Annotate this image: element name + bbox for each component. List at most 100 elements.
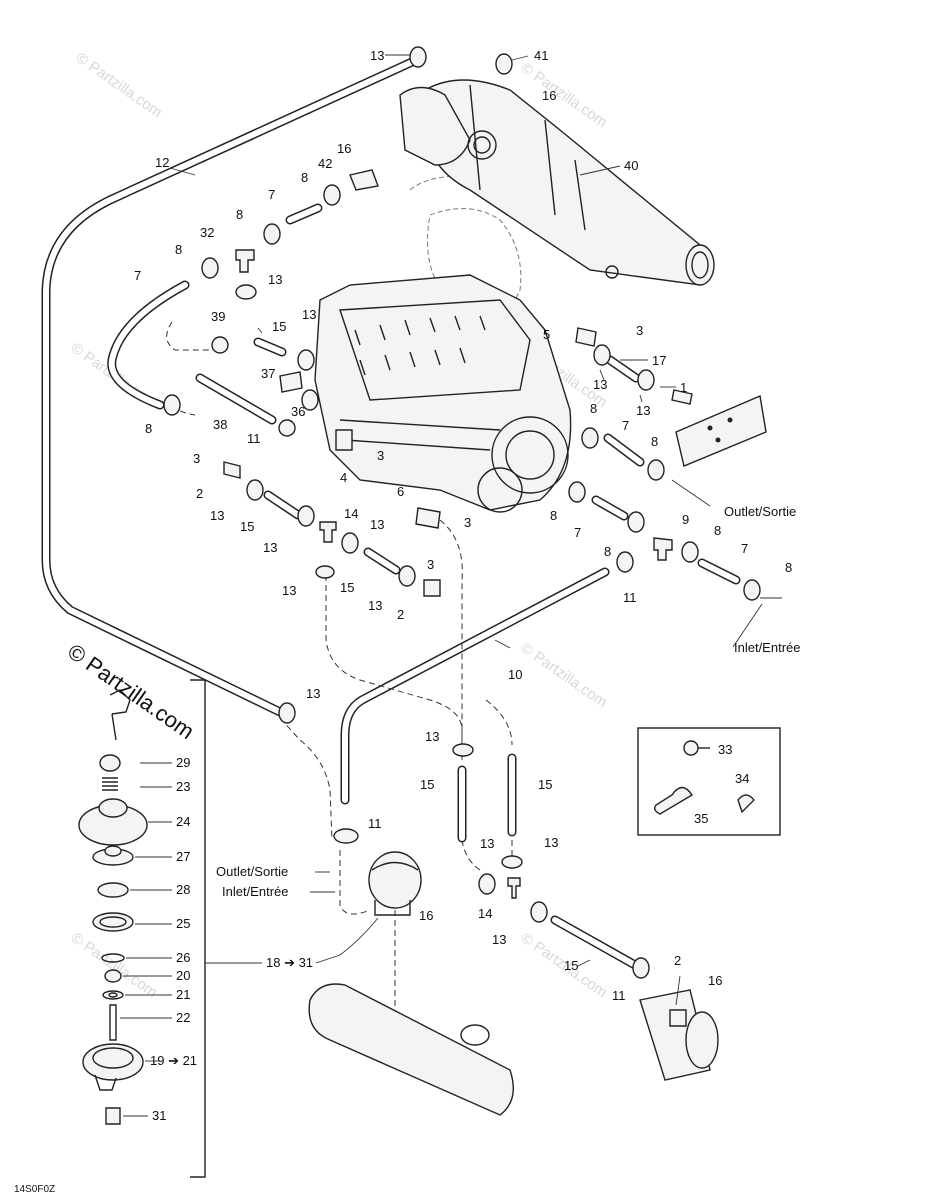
flow-notes: Outlet/Sortie Inlet/Entrée Outlet/Sortie… (216, 504, 801, 899)
side-inlet-label: Inlet/Entrée (222, 884, 289, 899)
part-label: 13 (636, 403, 650, 418)
part-label: 16 (542, 88, 556, 103)
part-label: 11 (612, 988, 626, 1003)
part-label: 15 (240, 519, 254, 534)
part-label: 7 (741, 541, 748, 556)
part-label: 14 (344, 506, 358, 521)
outlet-label: Outlet/Sortie (724, 504, 796, 519)
part-label: 31 (152, 1108, 166, 1123)
part-label: 3 (636, 323, 643, 338)
diagram-code: 14S0F0Z (14, 1184, 55, 1195)
hose-10[interactable] (340, 567, 610, 805)
watermark: © Partzilla.com (518, 639, 611, 711)
part-label: 27 (176, 849, 190, 864)
part-label: 2 (674, 953, 681, 968)
part-label: 19 ➔ 21 (150, 1053, 197, 1068)
part-label: 11 (623, 590, 637, 605)
part-label: 3 (427, 557, 434, 572)
part-label: 3 (464, 515, 471, 530)
exhaust-manifold (427, 208, 522, 323)
clamp-legend-box (637, 727, 781, 836)
side-outlet-label: Outlet/Sortie (216, 864, 288, 879)
part-label: 17 (652, 353, 666, 368)
part-label: 22 (176, 1010, 190, 1025)
part-label: 7 (268, 187, 275, 202)
part-label: 2 (196, 486, 203, 501)
part-label: 16 (337, 141, 351, 156)
part-label: 13 (302, 307, 316, 322)
part-label: 13 (480, 836, 494, 851)
part-label: 8 (301, 170, 308, 185)
part-label: 15 (538, 777, 552, 792)
part-label: 15 (272, 319, 286, 334)
part-label: 18 ➔ 31 (266, 955, 313, 970)
part-label: 13 (544, 835, 558, 850)
part-label: 12 (155, 155, 169, 170)
inlet-label: Inlet/Entrée (734, 640, 801, 655)
part-label: 21 (176, 987, 190, 1002)
part-label: 11 (247, 431, 261, 446)
short-hoses[interactable] (195, 203, 741, 970)
part-label: 16 (419, 908, 433, 923)
part-label: 13 (210, 508, 224, 523)
part-number-labels: 13 41 16 16 42 40 12 8 7 8 32 8 7 13 13 … (134, 48, 792, 1123)
part-label: 2 (397, 607, 404, 622)
muffler (308, 983, 514, 1116)
fittings[interactable] (223, 169, 693, 1027)
part-label: 13 (268, 272, 282, 287)
part-label: 8 (550, 508, 557, 523)
part-label: 13 (492, 932, 506, 947)
part-label: 4 (340, 470, 347, 485)
part-label: 24 (176, 814, 190, 829)
part-label: 40 (624, 158, 638, 173)
hose-clamps[interactable] (163, 46, 761, 979)
part-label: 8 (175, 242, 182, 257)
part-label: 8 (590, 401, 597, 416)
part-label: 32 (200, 225, 214, 240)
hose-12[interactable] (41, 57, 417, 717)
part-label: 42 (318, 156, 332, 171)
part-label: 37 (261, 366, 275, 381)
part-label: 13 (593, 377, 607, 392)
part-label: 15 (340, 580, 354, 595)
part-label: 8 (236, 207, 243, 222)
part-label: 29 (176, 755, 190, 770)
part-label: 25 (176, 916, 190, 931)
leader-lines (120, 54, 782, 1117)
part-label: 39 (211, 309, 225, 324)
part-label: 3 (193, 451, 200, 466)
part-label: 8 (785, 560, 792, 575)
tuned-pipe-40[interactable] (399, 79, 715, 286)
part-label: 8 (714, 523, 721, 538)
part-label: 13 (282, 583, 296, 598)
part-label: 38 (213, 417, 227, 432)
part-label: 35 (694, 811, 708, 826)
part-label: 41 (534, 48, 548, 63)
hose-7-left[interactable] (107, 280, 190, 410)
part-label: 13 (370, 48, 384, 63)
part-label: 36 (291, 404, 305, 419)
part-label: 11 (368, 816, 382, 831)
part-label: 23 (176, 779, 190, 794)
part-label: 9 (682, 512, 689, 527)
water-regulator-housing (368, 851, 422, 916)
mounting-plate (675, 395, 767, 467)
part-label: 8 (604, 544, 611, 559)
part-label: 3 (377, 448, 384, 463)
watermark: © Partzilla.com (73, 49, 166, 121)
part-label: 13 (425, 729, 439, 744)
part-label: 15 (564, 958, 578, 973)
part-label: 7 (134, 268, 141, 283)
part-label: 34 (735, 771, 749, 786)
copyright-text: © Partzilla.com (63, 639, 199, 745)
part-label: 16 (708, 973, 722, 988)
part-label: 8 (145, 421, 152, 436)
part-label: 7 (622, 418, 629, 433)
part-label: 7 (574, 525, 581, 540)
part-label: 5 (543, 327, 550, 342)
part-label: 6 (397, 484, 404, 499)
part-label: 13 (370, 517, 384, 532)
engine-block (314, 274, 572, 513)
part-label: 15 (420, 777, 434, 792)
